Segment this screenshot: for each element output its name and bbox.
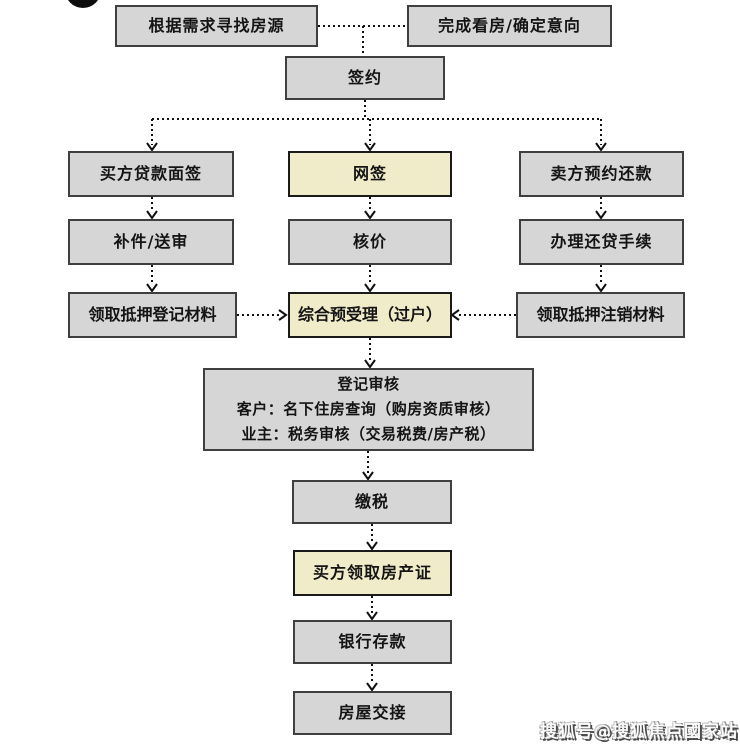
node-supplement-review: 补件/送审	[68, 219, 234, 265]
node-find-listing: 根据需求寻找房源	[115, 5, 318, 47]
node-bank-deposit: 银行存款	[293, 620, 452, 664]
watermark-text: 搜狐号@搜狐焦点國家站	[540, 722, 738, 742]
node-buyer-receive-deed: 买方领取房产证	[293, 550, 452, 596]
node-mortgage-cancellation-materials: 领取抵押注销材料	[516, 292, 685, 338]
node-seller-repayment-appointment: 卖方预约还款	[519, 151, 684, 197]
node-comprehensive-pre-acceptance: 综合预受理（过户）	[288, 292, 452, 338]
node-mortgage-registration-materials: 领取抵押登记材料	[68, 292, 237, 338]
node-pay-tax: 缴税	[292, 480, 452, 524]
node-house-handover: 房屋交接	[293, 691, 452, 735]
node-confirm-intent: 完成看房/确定意向	[407, 5, 612, 47]
registration-review-owner-line: 业主：税务审核（交易税费/房产税）	[241, 425, 496, 443]
cropped-logo-circle	[65, 0, 101, 8]
node-registration-review: 登记审核 客户：名下住房查询（购房资质审核） 业主：税务审核（交易税费/房产税）	[203, 368, 534, 451]
node-sign-contract: 签约	[285, 56, 445, 100]
node-price-verification: 核价	[288, 219, 452, 265]
node-online-signing: 网签	[288, 151, 452, 197]
registration-review-client-line: 客户：名下住房查询（购房资质审核）	[236, 400, 501, 418]
registration-review-title: 登记审核	[337, 375, 400, 393]
node-buyer-loan-interview: 买方贷款面签	[68, 151, 234, 197]
node-repayment-procedure: 办理还贷手续	[519, 219, 684, 265]
